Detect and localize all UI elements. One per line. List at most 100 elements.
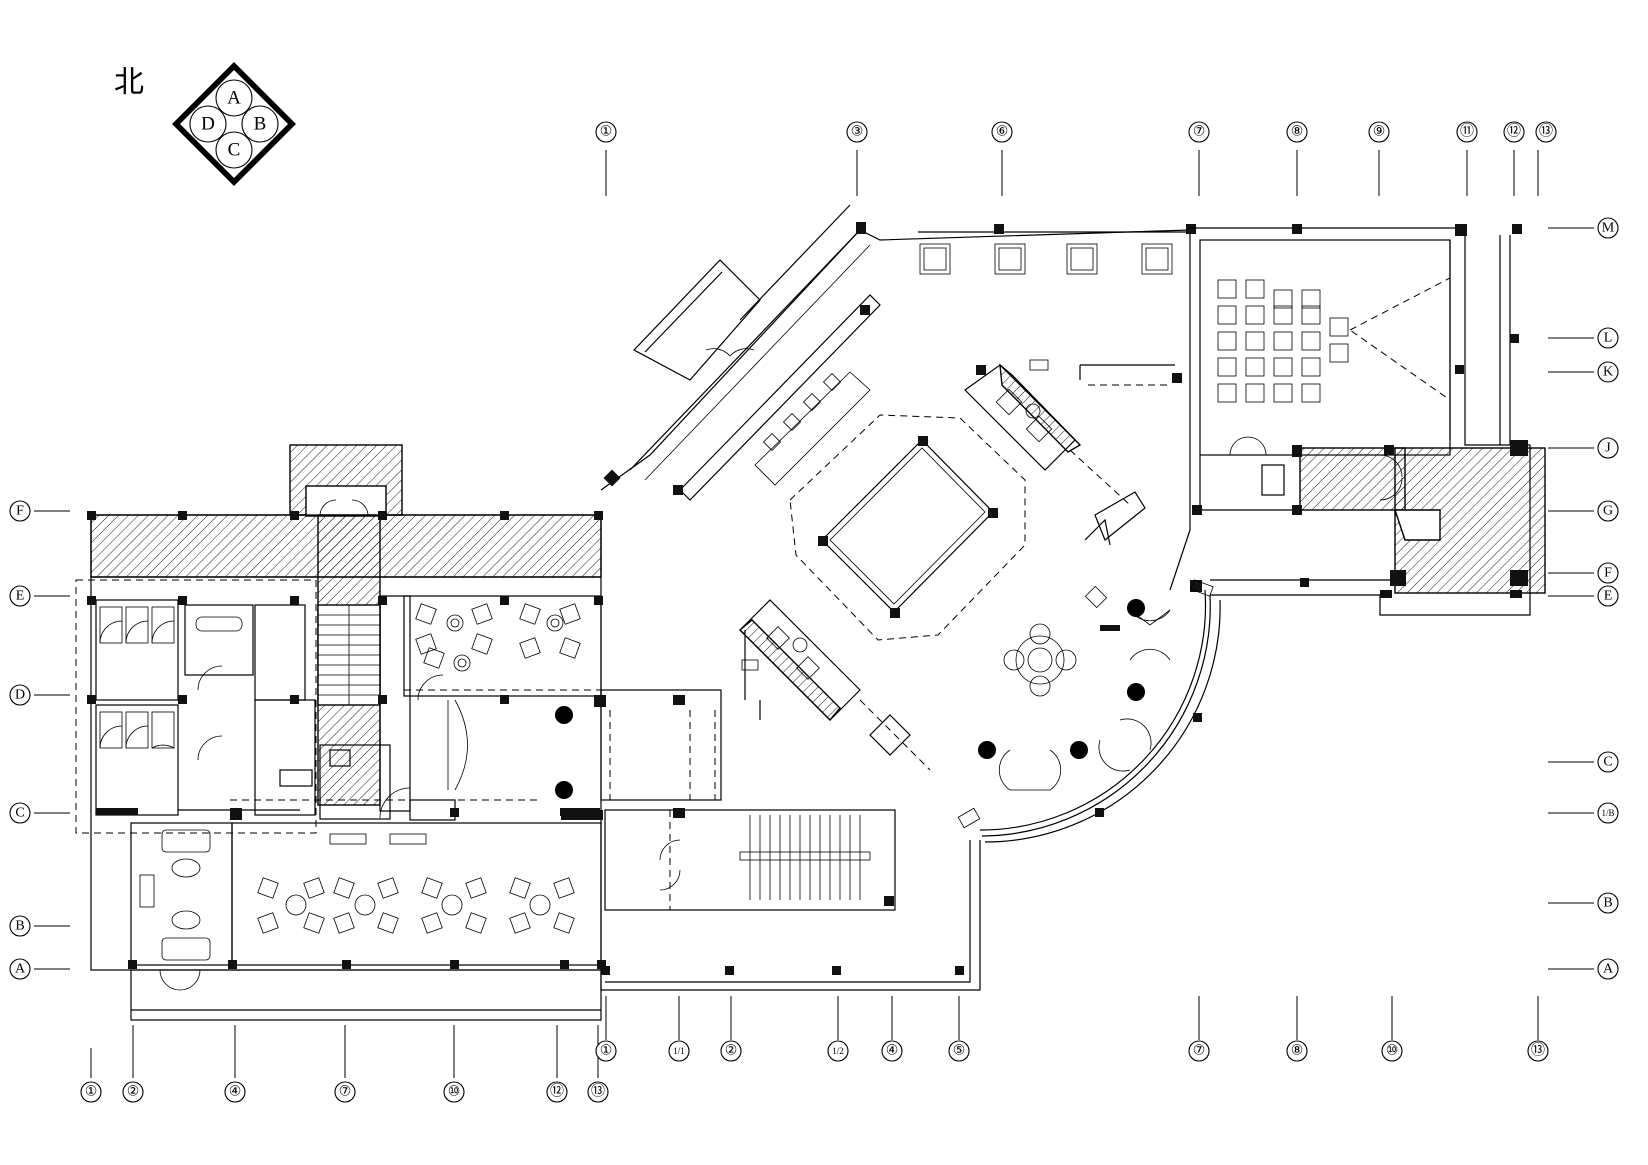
- planter-icons: [555, 599, 1145, 799]
- toilet-stalls: [99, 606, 175, 749]
- svg-text:M: M: [1602, 221, 1615, 236]
- axis-bubble-bl-13: ⑬: [587, 1081, 609, 1103]
- axis-bubble-top-13: ⑬: [1535, 121, 1557, 143]
- svg-text:J: J: [1605, 441, 1611, 456]
- axis-bubble-bottom-1-1: 1/1: [668, 1040, 690, 1062]
- restroom-lower: [95, 704, 179, 816]
- svg-text:⑦: ⑦: [339, 1085, 352, 1100]
- svg-text:1/1: 1/1: [673, 1046, 685, 1056]
- svg-text:①: ①: [85, 1085, 98, 1100]
- axis-bubble-bl-1: ①: [80, 1081, 102, 1103]
- axis-bubble-top-9: ⑨: [1368, 121, 1390, 143]
- axis-bubbles-top: ① ③ ⑥ ⑦ ⑧ ⑨ ⑪ ⑫ ⑬: [595, 121, 1557, 143]
- axis-bubble-bl-4: ④: [224, 1081, 246, 1103]
- svg-text:⑦: ⑦: [1193, 1044, 1206, 1059]
- axis-bubble-right-e: E: [1597, 585, 1619, 607]
- axis-bubble-bl-2: ②: [122, 1081, 144, 1103]
- axis-bubble-top-6: ⑥: [991, 121, 1013, 143]
- axis-bubble-right-a: A: [1597, 958, 1619, 980]
- stair-treads: [318, 605, 380, 705]
- axis-bubble-bottom-1: ①: [595, 1040, 617, 1062]
- compass-label-c: C: [228, 140, 241, 161]
- round-lounge-table: [1003, 623, 1077, 697]
- axis-bubble-bl-12: ⑫: [546, 1081, 568, 1103]
- axis-bubble-left-a: A: [9, 958, 31, 980]
- svg-text:⑤: ⑤: [953, 1044, 966, 1059]
- compass-circle-c: [215, 131, 253, 169]
- screening-room: [1199, 239, 1451, 456]
- axis-bubble-bottom-5: ⑤: [948, 1040, 970, 1062]
- axis-bubbles-bottom-left: ① ② ④ ⑦ ⑩ ⑫ ⑬: [80, 1081, 609, 1103]
- axis-bubble-left-f: F: [9, 500, 31, 522]
- svg-text:⑪: ⑪: [1460, 124, 1474, 140]
- compass-label-b: B: [254, 114, 267, 135]
- axis-bubble-bottom-4: ④: [881, 1040, 903, 1062]
- svg-text:1/2: 1/2: [832, 1046, 844, 1056]
- axis-bubble-right-1b: 1/B: [1597, 802, 1619, 824]
- svg-text:E: E: [1604, 589, 1613, 604]
- svg-text:④: ④: [886, 1044, 899, 1059]
- svg-text:⑬: ⑬: [1539, 124, 1553, 140]
- axis-bubble-right-g: G: [1597, 500, 1619, 522]
- entrance-vestibule: [633, 259, 761, 381]
- east-columns: [1192, 224, 1528, 598]
- terrace: [130, 969, 602, 1021]
- screening-seats: [1217, 279, 1349, 403]
- axis-bubble-left-d: D: [9, 684, 31, 706]
- axis-bubble-bl-7: ⑦: [334, 1081, 356, 1103]
- svg-text:F: F: [16, 504, 24, 519]
- axis-bubble-right-j: J: [1597, 437, 1619, 459]
- svg-text:B: B: [15, 919, 24, 934]
- stairwell-south: [604, 809, 896, 911]
- svg-text:A: A: [1603, 962, 1614, 977]
- svg-text:⑥: ⑥: [996, 125, 1009, 140]
- atrium-void: [821, 439, 994, 613]
- svg-text:⑨: ⑨: [1373, 125, 1386, 140]
- axis-bubbles-right: M L K J G F E C 1/B B A: [1597, 217, 1619, 980]
- axis-bubble-bottom-10: ⑩: [1381, 1040, 1403, 1062]
- svg-text:⑫: ⑫: [1507, 124, 1521, 140]
- dining-hall: [231, 822, 602, 966]
- projection-cone: [1349, 277, 1451, 401]
- svg-text:E: E: [16, 589, 25, 604]
- svg-text:⑧: ⑧: [1291, 1044, 1304, 1059]
- lounge-north-tables: [415, 603, 581, 672]
- svg-text:B: B: [1603, 896, 1612, 911]
- lobby-columns: [603, 305, 1182, 495]
- washroom: [184, 604, 254, 676]
- curved-facade: [979, 589, 1207, 831]
- svg-text:⑩: ⑩: [448, 1085, 461, 1100]
- reception-counter: [679, 294, 881, 501]
- svg-text:A: A: [15, 962, 26, 977]
- axis-bubble-left-c: C: [9, 802, 31, 824]
- svg-text:F: F: [1604, 566, 1612, 581]
- svg-text:⑩: ⑩: [1386, 1044, 1399, 1059]
- axis-bubble-right-l: L: [1597, 327, 1619, 349]
- svg-text:G: G: [1603, 504, 1613, 519]
- north-windows: [856, 222, 1196, 275]
- reception-chairs: [762, 372, 842, 452]
- axis-bubble-top-8: ⑧: [1286, 121, 1308, 143]
- connector: [561, 689, 981, 991]
- restroom-upper: [95, 599, 179, 701]
- svg-text:K: K: [1603, 365, 1613, 380]
- svg-text:①: ①: [600, 1044, 613, 1059]
- svg-text:⑫: ⑫: [550, 1084, 564, 1100]
- curved-benches: [998, 609, 1171, 791]
- seating-pod-ne: [964, 364, 1076, 471]
- svg-text:①: ①: [600, 125, 613, 140]
- dining-tables: [257, 833, 575, 934]
- svg-text:②: ②: [127, 1085, 140, 1100]
- svg-text:④: ④: [229, 1085, 242, 1100]
- east-wing: [1190, 224, 1546, 616]
- axis-bubble-bottom-1-2: 1/2: [827, 1040, 849, 1062]
- grid-axes: [34, 150, 1594, 1078]
- atrium-outline: [789, 414, 1026, 641]
- svg-text:⑬: ⑬: [591, 1084, 605, 1100]
- vip-lounge: [130, 822, 233, 966]
- axis-bubble-bl-10: ⑩: [443, 1081, 465, 1103]
- compass: 北 A B C D: [114, 62, 296, 186]
- svg-text:②: ②: [725, 1044, 738, 1059]
- axis-bubble-right-m: M: [1597, 217, 1619, 239]
